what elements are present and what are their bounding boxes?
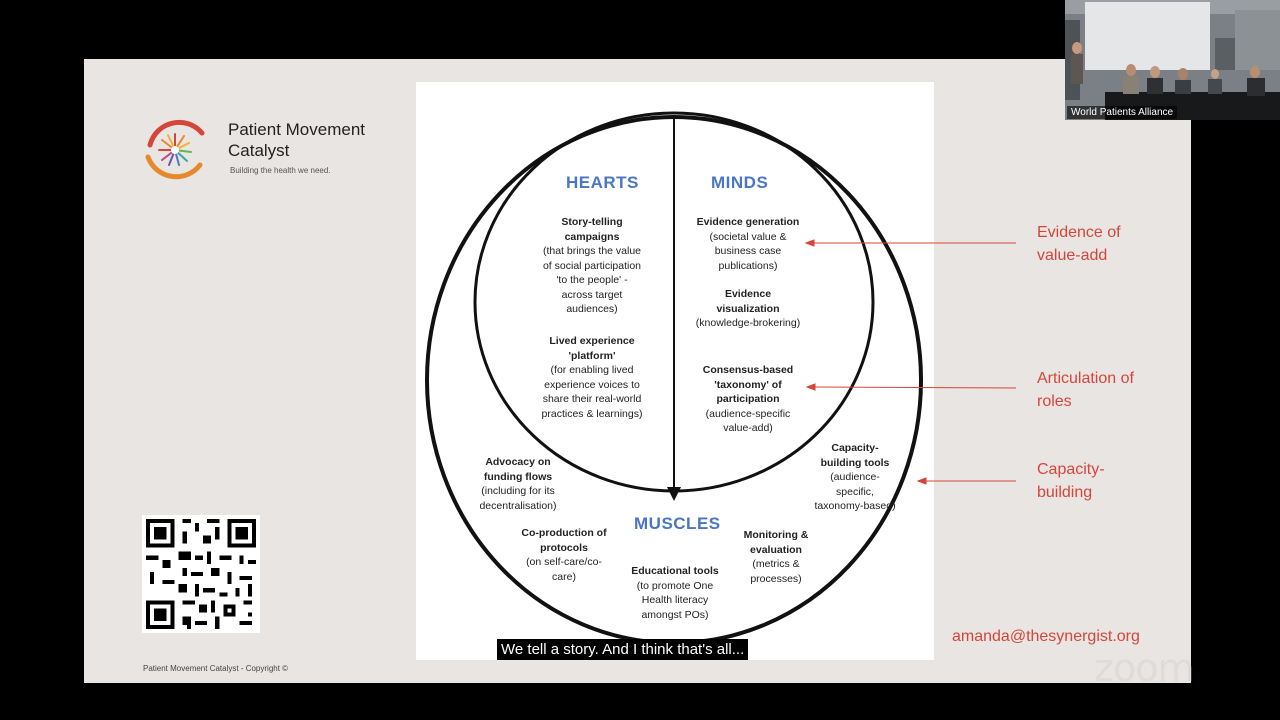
articulation-roles-label: Articulation of roles xyxy=(1037,370,1134,410)
storytelling-item: Story-telling campaigns(that brings the … xyxy=(542,216,642,315)
taxonomy-item: Consensus-based 'taxonomy' of participat… xyxy=(702,364,794,434)
participant-video-tile[interactable]: World Patients Alliance xyxy=(1065,0,1280,120)
advocacy-item: Advocacy on funding flows(including for … xyxy=(479,456,557,512)
educational-tools-item: Educational tools(to promote One Health … xyxy=(631,565,719,621)
capacity-tools-item: Capacity-building tools(audience-specifi… xyxy=(814,442,896,512)
qr-code-icon xyxy=(142,515,260,633)
annotation-arrows xyxy=(804,239,1017,485)
minds-title: MINDS xyxy=(711,173,769,192)
evidence-generation-item: Evidence generation(societal value & bus… xyxy=(696,216,800,272)
hearts-minds-muscles-diagram: HEARTS MINDS MUSCLES Story-telling campa… xyxy=(416,82,934,660)
evidence-value-add-label: Evidence of value-add xyxy=(1037,224,1121,264)
monitoring-item: Monitoring & evaluation(metrics & proces… xyxy=(743,529,809,585)
hearts-title: HEARTS xyxy=(566,173,639,192)
evidence-visualization-item: Evidence visualization(knowledge-brokeri… xyxy=(695,288,801,329)
presentation-slide: Patient Movement Catalyst Building the h… xyxy=(84,59,1191,683)
brand-tagline: Building the health we need. xyxy=(230,166,331,175)
copyright-text: Patient Movement Catalyst - Copyright © xyxy=(143,664,289,673)
participant-name: World Patients Alliance xyxy=(1067,106,1178,119)
brand-logo-icon xyxy=(145,119,205,180)
muscles-title: MUSCLES xyxy=(634,514,721,533)
brand-name: Patient Movement Catalyst xyxy=(228,120,366,160)
contact-email: amanda@thesynergist.org xyxy=(952,628,1140,645)
video-feed-image xyxy=(1065,0,1280,120)
live-caption: We tell a story. And I think that's all.… xyxy=(497,639,749,660)
co-production-item: Co-production of protocols(on self-care/… xyxy=(521,527,607,583)
zoom-watermark: zoom xyxy=(1094,646,1194,690)
lived-experience-item: Lived experience 'platform'(for enabling… xyxy=(541,335,643,420)
capacity-building-label: Capacity-building xyxy=(1037,461,1105,501)
